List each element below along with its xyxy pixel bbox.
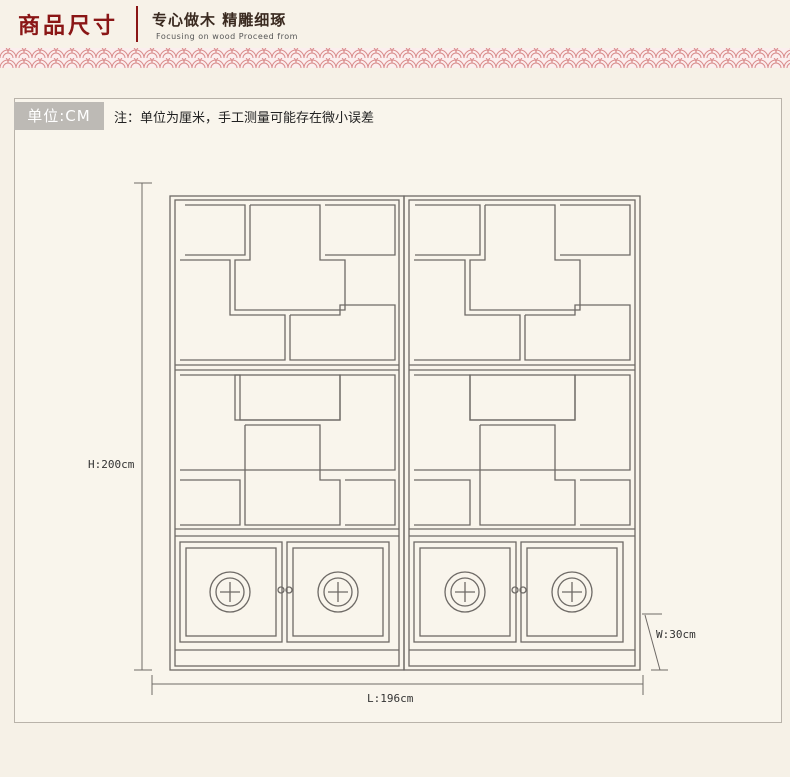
width-label: W:30cm (656, 628, 696, 641)
header-divider (136, 6, 138, 42)
length-label: L:196cm (367, 692, 414, 705)
right-shelf-unit (403, 195, 641, 671)
measurement-note: 注：单位为厘米，手工测量可能存在微小误差 (114, 111, 375, 126)
brand-slogan: 专心做木 精雕细琢 (152, 11, 287, 29)
unit-label: 单位:CM (14, 102, 104, 130)
page-header: 商品尺寸 专心做木 精雕细琢 Focusing on wood Proceed … (0, 0, 790, 48)
section-title: 商品尺寸 (18, 13, 119, 39)
brand-slogan-english: Focusing on wood Proceed from (156, 32, 298, 41)
width-dimension-line (644, 614, 661, 671)
height-label: H:200cm (88, 458, 135, 471)
left-shelf-unit (169, 195, 405, 671)
wave-border-pattern (0, 48, 790, 68)
